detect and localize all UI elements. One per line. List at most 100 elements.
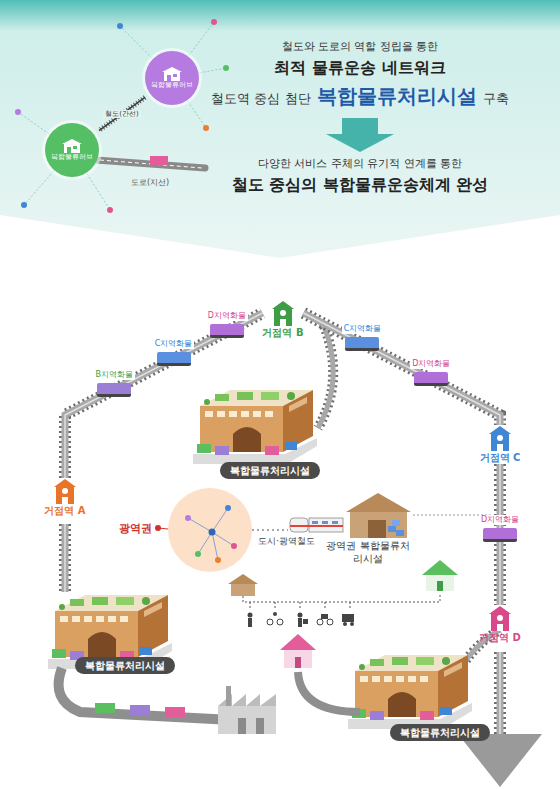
- house: [280, 560, 458, 668]
- facility-band: 복합물류처리시설: [75, 657, 175, 674]
- illustration-part: [231, 584, 255, 596]
- rail-track: [304, 313, 501, 425]
- illustration-part: [437, 581, 443, 591]
- headline-row: 철도역 중심 첨단복합물류처리시설구축: [211, 84, 508, 109]
- trunk-rail: [99, 97, 145, 130]
- hub-icon: [61, 138, 83, 153]
- node-part: [497, 444, 503, 451]
- rail-track: [65, 313, 262, 478]
- node-part: [491, 613, 509, 631]
- node-part: [185, 515, 191, 521]
- node-part: [64, 144, 80, 153]
- node-part: [209, 529, 216, 536]
- subtitle-text: 철도와 도로의 역할 정립을 통한: [282, 40, 439, 54]
- illustration-part: [21, 202, 27, 208]
- node-part: [322, 521, 328, 524]
- node-part: [396, 530, 404, 536]
- headline-text: 구축: [483, 91, 509, 107]
- node-part: [56, 486, 74, 504]
- illustration-part: [350, 622, 354, 626]
- rail-track: [304, 313, 501, 425]
- node-part: [73, 146, 77, 149]
- freight-wagon: [210, 324, 244, 338]
- trunk-rail: [99, 97, 145, 130]
- metro-rail-link: [252, 529, 288, 531]
- node-part: [290, 525, 343, 527]
- node-label: 복합물류허브: [51, 154, 93, 162]
- node-label: 광역권 복합물류처리시설: [326, 540, 410, 565]
- node-part: [350, 512, 407, 538]
- freight-wagon: [157, 352, 191, 366]
- illustration-part: [211, 19, 217, 25]
- freight-wagon: [414, 372, 448, 386]
- local-depot: [228, 574, 258, 596]
- node-part: [215, 557, 221, 563]
- node-label: 거점역 D: [479, 631, 521, 644]
- illustration-part: [267, 619, 273, 625]
- illustration-part: [228, 574, 258, 584]
- illustration-part: [295, 657, 301, 668]
- node-part: [491, 433, 509, 451]
- node-label: 복합물류처리시설: [400, 726, 480, 739]
- node-part: [497, 615, 503, 621]
- illustration-part: [298, 618, 302, 627]
- node-part: [392, 520, 400, 526]
- node-part: [280, 310, 286, 316]
- illustration-part: [107, 207, 113, 213]
- edge-label: 도시·광역철도: [256, 536, 317, 547]
- courier-icon: [248, 612, 355, 627]
- flow-arrow: [326, 118, 394, 152]
- node-part: [388, 526, 396, 532]
- node-part: [274, 308, 292, 326]
- freight-label: B지역화물: [94, 370, 136, 380]
- network-lines: [18, 22, 226, 210]
- node-part: [280, 319, 286, 326]
- node-part: [188, 508, 234, 560]
- regional-depot: 광역권 복합물류처리시설: [288, 490, 413, 565]
- node-part: [332, 521, 338, 524]
- node-part: [346, 493, 411, 512]
- station-icon: [271, 300, 295, 326]
- node-part: [168, 488, 252, 572]
- illustration-part: [298, 672, 360, 712]
- illustration-part: [203, 125, 209, 131]
- illustration-part: [284, 650, 312, 668]
- delivery-road: [59, 668, 360, 722]
- illustration-part: [327, 619, 333, 625]
- hub-circle: 복합물류허브: [45, 123, 99, 177]
- illustration-part: [318, 326, 500, 668]
- illustration-part: [130, 705, 150, 715]
- hub-icon: [161, 66, 183, 81]
- facility-band: 복합물류처리시설: [220, 462, 320, 479]
- node-part: [188, 508, 234, 560]
- node-label: 복합물류처리시설: [230, 464, 310, 477]
- rail-track: [304, 313, 501, 425]
- facility-building: [193, 390, 317, 464]
- illustration-part: [273, 612, 277, 616]
- illustration-part: [238, 718, 246, 734]
- illustration-part: [18, 112, 110, 210]
- trunk-rail: [99, 97, 145, 130]
- freight-wagon: [345, 337, 379, 351]
- illustration-part: [298, 613, 303, 618]
- illustration-part: [342, 614, 354, 622]
- illustration-part: [321, 614, 328, 619]
- station-node: 거점역 A: [44, 478, 85, 517]
- subtitle-text: 다양한 서비스 주체의 유기적 연계를 통한: [258, 157, 462, 171]
- region-shape: [168, 488, 252, 572]
- node-part: [368, 520, 386, 538]
- direction-arrow: [458, 734, 542, 787]
- node-part: [489, 606, 511, 614]
- illustration-part: [15, 109, 21, 115]
- node-part: [155, 525, 161, 531]
- node-part: [225, 505, 231, 511]
- depot-icon: [288, 490, 413, 540]
- illustration-part: [280, 634, 316, 650]
- factory: [218, 686, 276, 734]
- road-label: 도로(지선): [131, 178, 169, 188]
- headline-text: 철도 중심의 복합물류운송체계 완성: [232, 175, 489, 195]
- delivery-truck: [95, 703, 185, 717]
- illustration-part: [243, 594, 440, 610]
- node-part: [312, 521, 318, 524]
- station-icon: [488, 425, 512, 451]
